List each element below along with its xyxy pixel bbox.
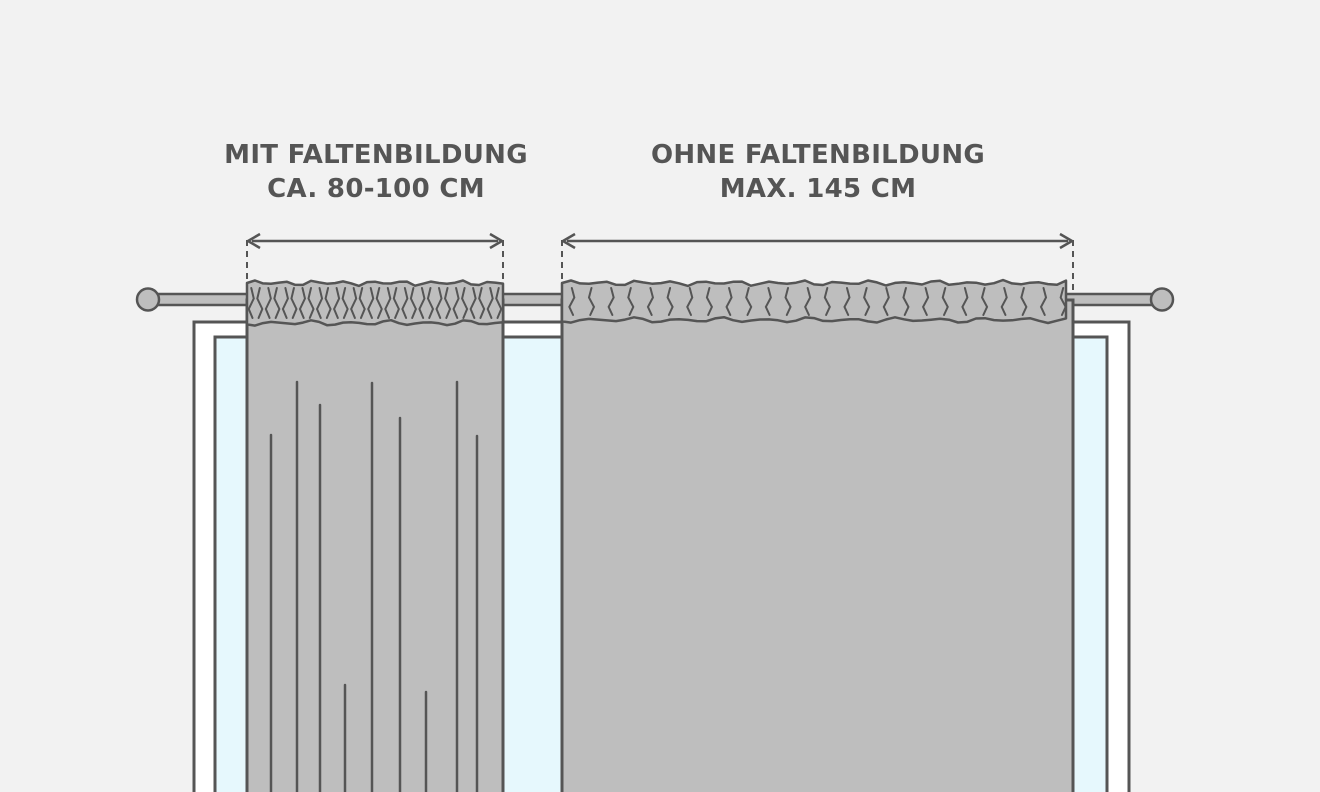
dimension-flat: [561, 232, 1074, 290]
curtain-flat-heading-wrinkles: [568, 287, 1067, 316]
heading-wrinkle: [298, 287, 307, 319]
heading-wrinkle: [452, 287, 460, 319]
curtain-gathered-heading-wrinkles: [247, 287, 503, 319]
heading-wrinkle: [324, 287, 332, 319]
rod-finial-right: [1149, 287, 1175, 312]
heading-wrinkle: [273, 287, 281, 319]
rod-finial-left: [135, 287, 161, 312]
label-with-gathering-title: MIT FALTENBILDUNG: [224, 140, 528, 170]
heading-wrinkle: [375, 287, 383, 319]
heading-wrinkle: [1039, 287, 1048, 316]
heading-wrinkle: [784, 287, 792, 316]
label-with-gathering: MIT FALTENBILDUNG CA. 80-100 CM: [176, 138, 576, 206]
dimension-flat-arrow-right: [1059, 232, 1074, 250]
heading-wrinkle: [247, 287, 255, 319]
dimension-gathered-arrow-right: [489, 232, 504, 250]
heading-wrinkle: [745, 287, 753, 316]
heading-wrinkle: [392, 287, 400, 319]
heading-wrinkle: [686, 287, 694, 316]
heading-wrinkle: [418, 287, 426, 319]
heading-wrinkle: [401, 287, 409, 319]
curtain-flat: [560, 278, 1075, 792]
heading-wrinkle: [384, 287, 392, 319]
heading-wrinkle: [461, 287, 469, 319]
heading-wrinkle: [426, 287, 435, 319]
heading-wrinkle: [281, 287, 289, 319]
heading-wrinkle: [443, 287, 452, 319]
curtain-gathered: [245, 279, 505, 792]
dimension-gathered-arrow-left: [246, 232, 261, 250]
heading-wrinkle: [469, 287, 477, 319]
heading-wrinkle: [568, 287, 576, 316]
heading-wrinkle: [495, 287, 503, 319]
heading-wrinkle: [764, 287, 772, 316]
heading-wrinkle: [980, 287, 989, 316]
dimension-gathered: [246, 232, 504, 290]
heading-wrinkle: [843, 287, 851, 316]
curtain-flat-panel: [560, 298, 1075, 792]
heading-wrinkle: [333, 287, 341, 319]
heading-wrinkle: [627, 287, 635, 316]
heading-wrinkle: [961, 287, 969, 316]
label-without-gathering-size: MAX. 145 CM: [719, 174, 917, 204]
heading-wrinkle: [307, 287, 315, 319]
heading-wrinkle: [350, 287, 358, 319]
heading-wrinkle: [264, 287, 272, 319]
label-without-gathering-title: OHNE FALTENBILDUNG: [650, 140, 986, 170]
heading-wrinkle: [1000, 287, 1008, 316]
heading-wrinkle: [882, 287, 890, 316]
heading-wrinkle: [804, 287, 812, 316]
heading-wrinkle: [367, 287, 375, 319]
heading-wrinkle: [435, 287, 443, 319]
heading-wrinkle: [725, 287, 733, 316]
dimension-flat-arrow-left: [561, 232, 576, 250]
heading-wrinkle: [921, 287, 930, 316]
heading-wrinkle: [823, 287, 831, 316]
curtain-gathered-panel: [245, 298, 505, 792]
curtain-flat-heading: [560, 278, 1068, 325]
heading-wrinkle: [863, 287, 871, 316]
heading-wrinkle: [290, 287, 298, 319]
label-without-gathering: OHNE FALTENBILDUNG MAX. 145 CM: [618, 138, 1018, 206]
heading-wrinkle: [705, 287, 714, 316]
heading-wrinkle: [358, 287, 366, 319]
heading-wrinkle: [587, 287, 596, 316]
heading-wrinkle: [315, 287, 324, 319]
heading-wrinkle: [1059, 287, 1067, 316]
heading-wrinkle: [409, 287, 417, 319]
heading-wrinkle: [256, 287, 264, 319]
curtain-gathered-fold-lines: [269, 380, 479, 792]
heading-wrinkle: [478, 287, 486, 319]
label-with-gathering-size: CA. 80-100 CM: [267, 174, 485, 204]
heading-wrinkle: [902, 287, 910, 316]
heading-wrinkle: [1020, 287, 1028, 316]
heading-wrinkle: [646, 287, 655, 316]
heading-wrinkle: [341, 287, 349, 319]
heading-wrinkle: [666, 287, 674, 316]
heading-wrinkle: [486, 287, 494, 319]
heading-wrinkle: [941, 287, 949, 316]
heading-wrinkle: [607, 287, 615, 316]
